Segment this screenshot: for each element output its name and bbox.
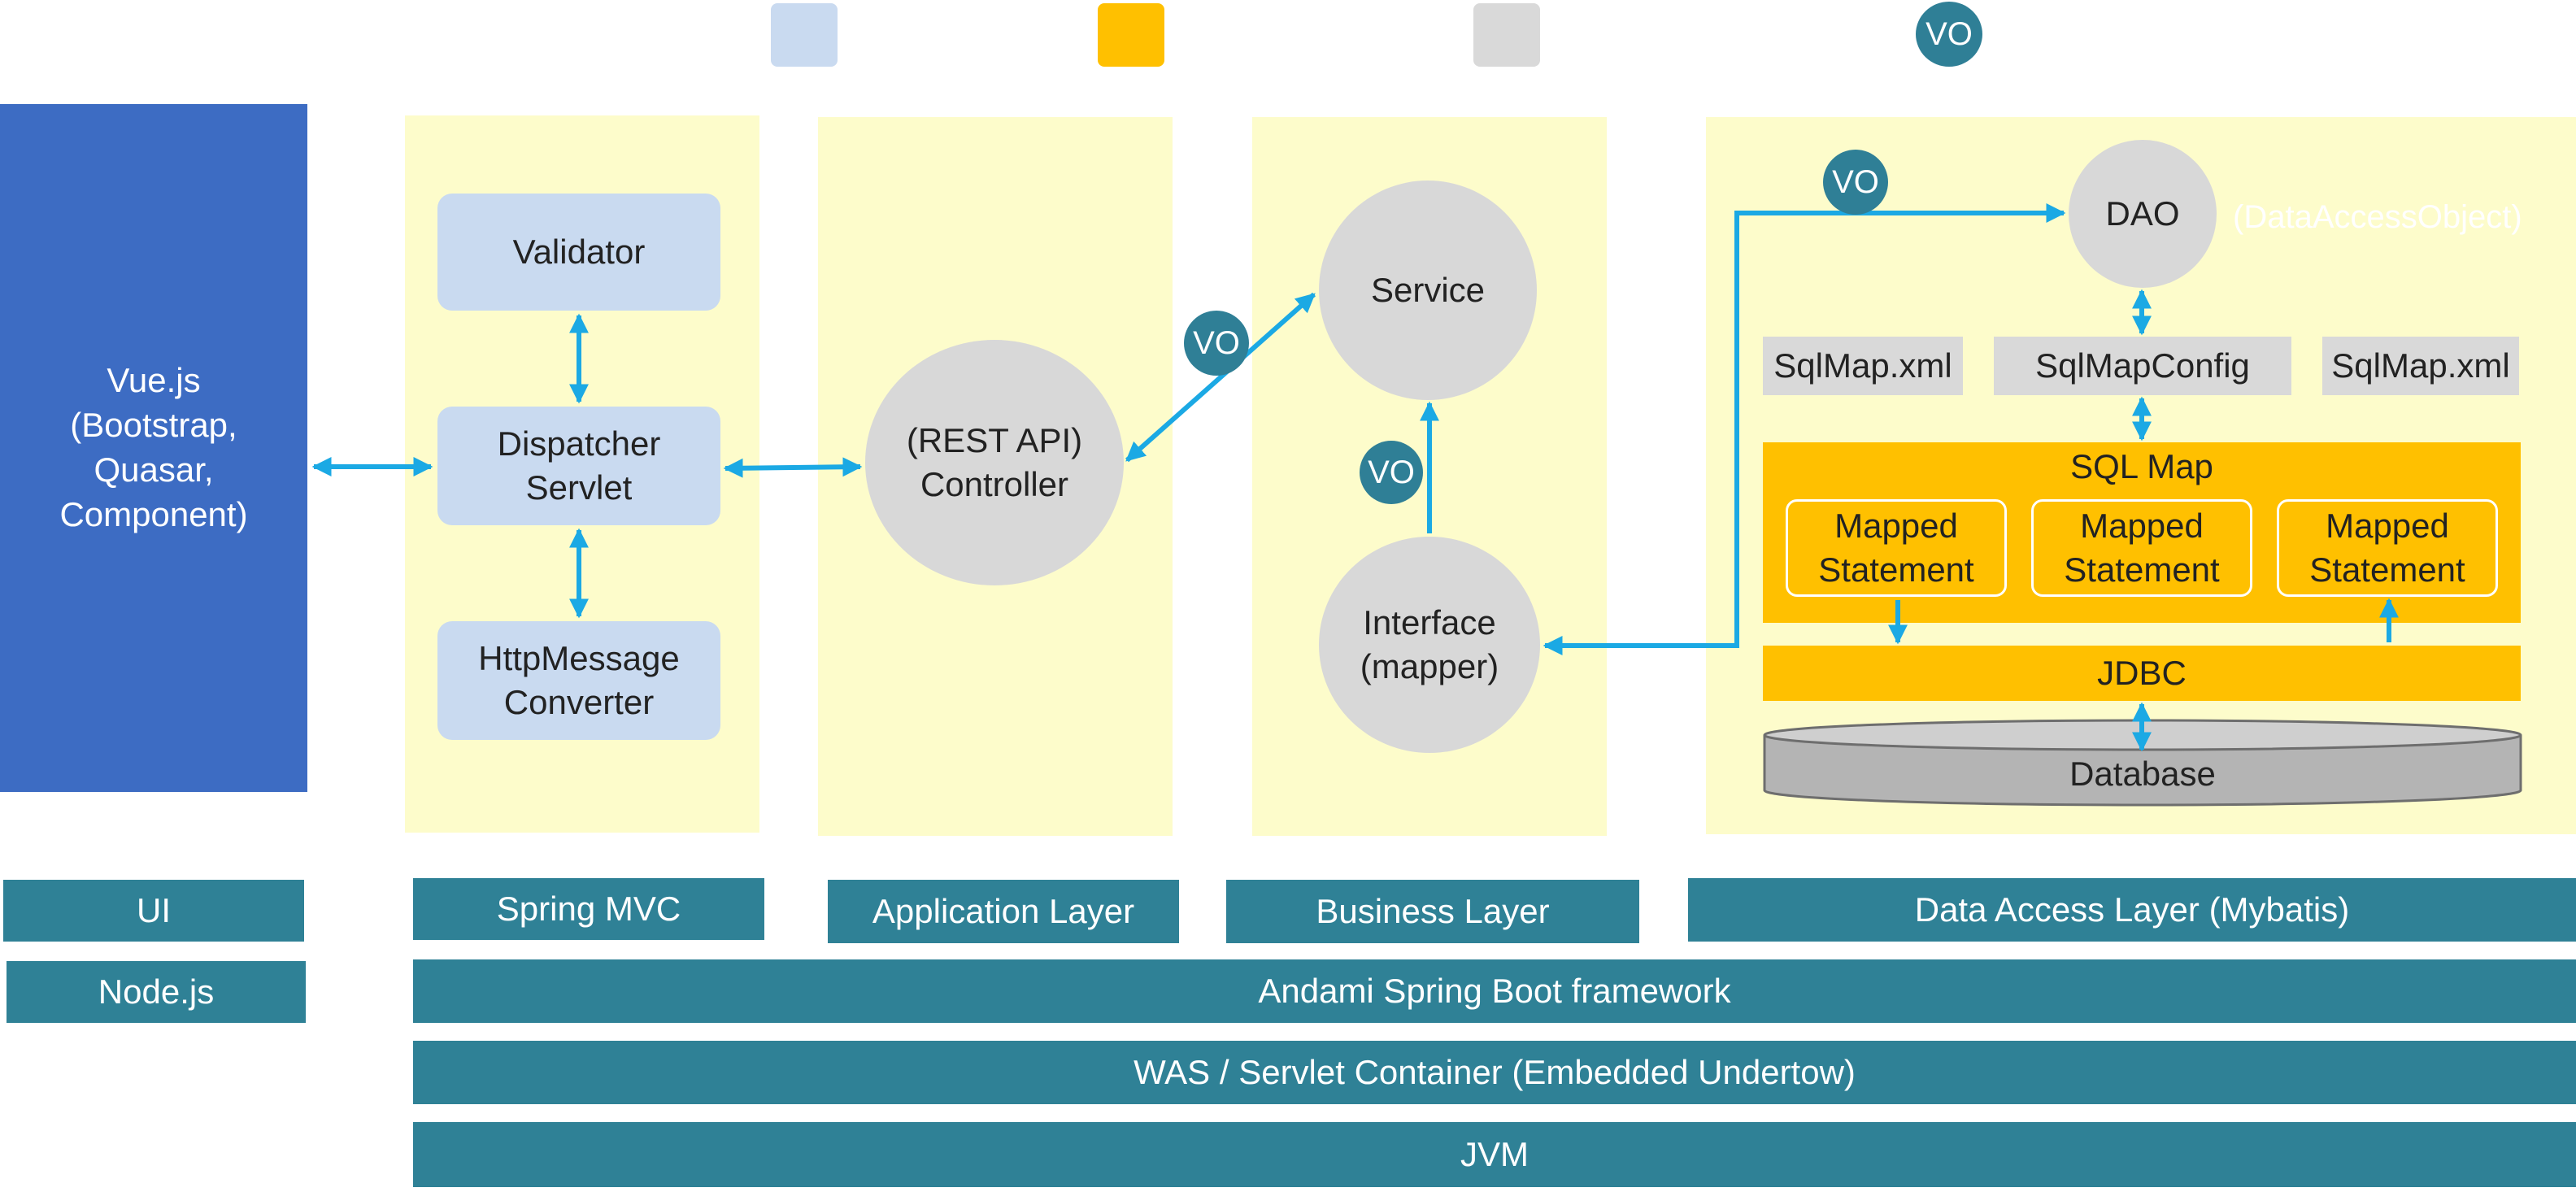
layer-business-label: Business Layer xyxy=(1316,892,1550,930)
layer-framework-label: Andami Spring Boot framework xyxy=(1258,972,1731,1010)
layer-data-access-bar: Data Access Layer (Mybatis) xyxy=(1688,878,2576,942)
layer-spring-mvc-bar: Spring MVC xyxy=(413,878,764,940)
layer-nodejs-label: Node.js xyxy=(98,972,215,1011)
ui-vue-panel xyxy=(0,104,307,792)
http-message-converter-label: HttpMessage Converter xyxy=(478,639,680,721)
sql-map-title: SQL Map xyxy=(2070,447,2213,485)
ui-vue-label: Vue.js (Bootstrap, Quasar, Component) xyxy=(59,361,248,533)
mapped-statement-3: Mapped Statement xyxy=(2277,499,2498,597)
layer-business-bar: Business Layer xyxy=(1226,880,1639,943)
dispatcher-servlet-label: Dispatcher Servlet xyxy=(497,424,661,507)
controller-circle: (REST API) Controller xyxy=(865,340,1124,585)
layer-was-label: WAS / Servlet Container (Embedded Undert… xyxy=(1134,1053,1856,1091)
sqlmap-xml-right: SqlMap.xml xyxy=(2322,337,2519,395)
layer-application-bar: Application Layer xyxy=(828,880,1179,943)
layer-spring-mvc-label: Spring MVC xyxy=(496,890,681,928)
vo-badge-dao: VO xyxy=(1823,150,1888,215)
service-label: Service xyxy=(1370,271,1486,309)
arrow-interface-dao xyxy=(1543,203,2066,655)
mapped-statement-2-label: Mapped Statement xyxy=(2064,507,2220,589)
arrow-dispatcher-controller xyxy=(723,457,863,478)
legend-vo-circle: VO xyxy=(1916,2,1982,67)
database-label: Database xyxy=(2069,755,2216,793)
dao-label: DAO xyxy=(2105,194,2180,233)
layer-framework-bar: Andami Spring Boot framework xyxy=(413,959,2576,1023)
legend-blue-square xyxy=(771,3,838,67)
service-circle: Service xyxy=(1319,181,1537,400)
dao-note: (DataAccessObject) xyxy=(2233,199,2522,235)
sqlmap-xml-right-label: SqlMap.xml xyxy=(2331,346,2510,385)
layer-application-label: Application Layer xyxy=(872,892,1135,930)
layer-ui-bar: UI xyxy=(3,880,304,942)
sqlmap-config-label: SqlMapConfig xyxy=(2035,346,2250,385)
interface-mapper-circle: Interface (mapper) xyxy=(1319,537,1540,753)
layer-jvm-bar: JVM xyxy=(413,1122,2576,1187)
mapped-statement-3-label: Mapped Statement xyxy=(2309,507,2465,589)
jdbc-label: JDBC xyxy=(2097,654,2187,692)
controller-label: (REST API) Controller xyxy=(906,421,1083,503)
layer-was-bar: WAS / Servlet Container (Embedded Undert… xyxy=(413,1041,2576,1104)
layer-data-access-label: Data Access Layer (Mybatis) xyxy=(1914,890,2350,929)
vo-badge-controller-service: VO xyxy=(1184,311,1249,376)
layer-nodejs-bar: Node.js xyxy=(7,961,306,1023)
vo-badge-interface-service: VO xyxy=(1360,441,1423,504)
layer-ui-label: UI xyxy=(137,891,171,929)
validator-box: Validator xyxy=(437,194,720,311)
interface-mapper-label: Interface (mapper) xyxy=(1360,603,1499,685)
arrow-controller-service xyxy=(1125,292,1316,463)
legend-orange-square xyxy=(1098,3,1164,67)
http-message-converter-box: HttpMessage Converter xyxy=(437,621,720,740)
validator-label: Validator xyxy=(512,233,646,271)
layer-jvm-label: JVM xyxy=(1460,1135,1529,1173)
legend-gray-square xyxy=(1473,3,1540,67)
dao-circle: DAO xyxy=(2069,140,2217,288)
dispatcher-servlet-box: Dispatcher Servlet xyxy=(437,407,720,525)
mapped-statement-2: Mapped Statement xyxy=(2031,499,2252,597)
